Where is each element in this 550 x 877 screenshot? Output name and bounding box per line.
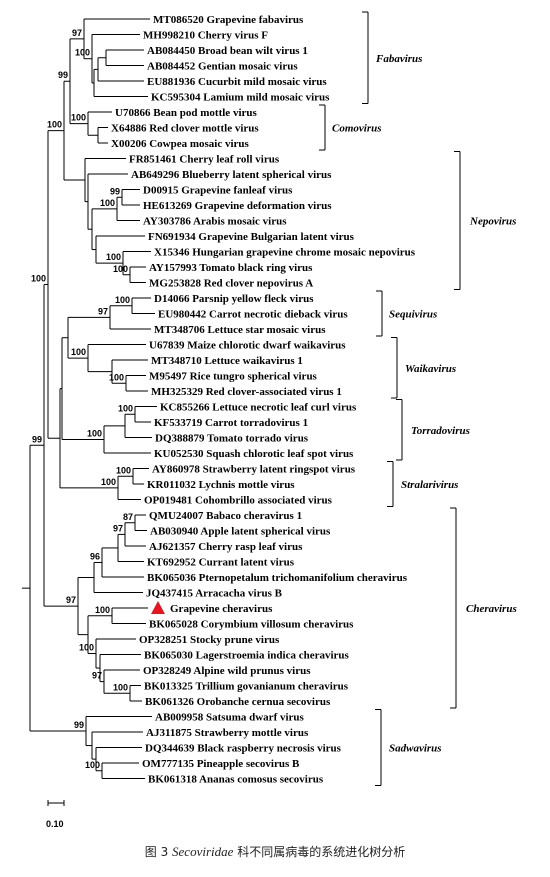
leaf-label: MT086520 Grapevine fabavirus (153, 14, 304, 26)
bootstrap-value: 100 (75, 48, 90, 58)
leaf-label: D00915 Grapevine fanleaf virus (143, 185, 293, 197)
leaf-label: BK065030 Lagerstroemia indica cheravirus (144, 650, 350, 662)
leaf-label: KR011032 Lychnis mottle virus (147, 479, 295, 491)
bootstrap-value: 97 (113, 523, 123, 533)
bootstrap-value: 100 (85, 760, 100, 770)
genus-label: Waikavirus (405, 363, 456, 375)
leaf-label: M95497 Rice tungro spherical virus (149, 371, 318, 383)
genus-label: Nepovirus (469, 216, 516, 228)
bootstrap-value: 100 (115, 295, 130, 305)
leaf-label: OP328251 Stocky prune virus (139, 634, 280, 646)
leaf-label: MT348706 Lettuce star mosaic virus (154, 324, 326, 336)
leaf-label: KT692952 Currant latent virus (147, 557, 295, 569)
genus-label: Cheravirus (466, 603, 517, 615)
leaf-label: DQ344639 Black raspberry necrosis virus (145, 743, 342, 755)
leaf-label: AB030940 Apple latent spherical virus (150, 526, 331, 538)
bootstrap-value: 100 (71, 347, 86, 357)
bootstrap-value: 100 (106, 252, 121, 262)
leaf-label: X00206 Cowpea mosaic virus (111, 138, 250, 150)
bootstrap-value: 100 (79, 643, 94, 653)
leaf-label: AB084452 Gentian mosaic virus (147, 61, 298, 73)
leaf-label: BK065036 Pternopetalum trichomanifolium … (147, 572, 408, 584)
leaf-label: KF533719 Carrot torradovirus 1 (154, 417, 308, 429)
bootstrap-value: 97 (98, 306, 108, 316)
leaf-label: U70866 Bean pod mottle virus (115, 107, 258, 119)
caption-prefix: 图 3 (144, 845, 173, 859)
leaf-label: AJ311875 Strawberry mottle virus (146, 727, 309, 739)
bootstrap-value: 100 (100, 198, 115, 208)
bootstrap-value: 97 (92, 671, 102, 681)
bootstrap-value: 99 (32, 434, 42, 444)
leaf-label: AB084450 Broad bean wilt virus 1 (147, 45, 308, 57)
bootstrap-value: 100 (101, 477, 116, 487)
leaf-label: MH998210 Cherry virus F (143, 30, 268, 42)
leaf-label: AB649296 Blueberry latent spherical viru… (131, 169, 332, 181)
bootstrap-value: 96 (90, 551, 100, 561)
leaf-label: FN691934 Grapevine Bulgarian latent viru… (148, 231, 355, 243)
leaf-label: KC595304 Lamium mild mosaic virus (151, 92, 330, 104)
leaf-label: D14066 Parsnip yellow fleck virus (154, 293, 314, 305)
caption-suffix: 科不同属病毒的系统进化树分析 (233, 845, 406, 859)
leaf-label: OP019481 Cohombrillo associated virus (144, 495, 333, 507)
leaf-label: EU980442 Carrot necrotic dieback virus (158, 309, 348, 321)
bootstrap-value: 97 (66, 595, 76, 605)
bootstrap-value: 100 (47, 120, 62, 130)
leaf-label: MH325329 Red clover-associated virus 1 (151, 386, 342, 398)
bootstrap-value: 100 (87, 428, 102, 438)
bootstrap-value: 99 (110, 186, 120, 196)
scale-bar-label: 0.10 (46, 819, 64, 829)
leaf-label: AB009958 Satsuma dwarf virus (155, 712, 305, 724)
leaf-label: DQ388879 Tomato torrado virus (155, 433, 309, 445)
bootstrap-value: 97 (72, 28, 82, 38)
leaf-label: KU052530 Squash chlorotic leaf spot viru… (154, 448, 354, 460)
leaf-label: BK061326 Orobanche cernua secovirus (145, 696, 331, 708)
genus-label: Stralarivirus (401, 479, 458, 491)
genus-label: Sadwavirus (389, 743, 442, 755)
leaf-label: OM777135 Pineapple secovirus B (142, 758, 300, 770)
bootstrap-value: 100 (109, 372, 124, 382)
genus-label: Comovirus (332, 123, 382, 135)
leaf-label: AJ621357 Cherry rasp leaf virus (149, 541, 303, 553)
leaf-label: X15346 Hungarian grapevine chrome mosaic… (154, 247, 416, 259)
highlight-triangle-icon (151, 601, 165, 614)
bootstrap-value: 99 (58, 70, 68, 80)
bootstrap-value: 100 (113, 682, 128, 692)
leaf-label: X64886 Red clover mottle virus (111, 123, 259, 135)
leaf-label: MT348710 Lettuce waikavirus 1 (151, 355, 303, 367)
bootstrap-value: 87 (123, 512, 133, 522)
leaf-label: KC855266 Lettuce necrotic leaf curl viru… (160, 402, 357, 414)
leaf-label: HE613269 Grapevine deformation virus (143, 200, 332, 212)
leaf-label: MG253828 Red clover nepovirus A (149, 278, 313, 290)
leaf-label: AY157993 Tomato black ring virus (149, 262, 313, 274)
leaf-label: QMU24007 Babaco cheravirus 1 (149, 510, 302, 522)
leaf-label: Grapevine cheravirus (170, 603, 273, 615)
bootstrap-value: 100 (95, 605, 110, 615)
leaf-label: OP328249 Alpine wild prunus virus (143, 665, 311, 677)
bootstrap-value: 100 (113, 264, 128, 274)
leaf-label: BK013325 Trillium govanianum cheravirus (144, 681, 349, 693)
leaf-label: EU881936 Cucurbit mild mosaic virus (147, 76, 327, 88)
leaf-label: FR851461 Cherry leaf roll virus (129, 154, 280, 166)
leaf-label: JQ437415 Arracacha virus B (146, 588, 283, 600)
caption-family: Secoviridae (172, 844, 234, 859)
bootstrap-value: 100 (118, 403, 133, 413)
leaf-label: AY303786 Arabis mosaic virus (143, 216, 287, 228)
figure-caption: 图 3 Secoviridae 科不同属病毒的系统进化树分析 (0, 843, 550, 860)
leaf-label: BK061318 Ananas comosus secovirus (148, 774, 324, 786)
genus-label: Sequivirus (389, 309, 437, 321)
leaf-label: U67839 Maize chlorotic dwarf waikavirus (149, 340, 346, 352)
bootstrap-value: 100 (71, 113, 86, 123)
bootstrap-value: 99 (74, 720, 84, 730)
leaf-label: BK065028 Corymbium villosum cheravirus (149, 619, 354, 631)
leaf-label: AY860978 Strawberry latent ringspot viru… (152, 464, 356, 476)
genus-label: Torradovirus (411, 425, 470, 437)
bootstrap-value: 100 (31, 273, 46, 283)
genus-label: Fabavirus (375, 53, 422, 65)
bootstrap-value: 100 (116, 465, 131, 475)
